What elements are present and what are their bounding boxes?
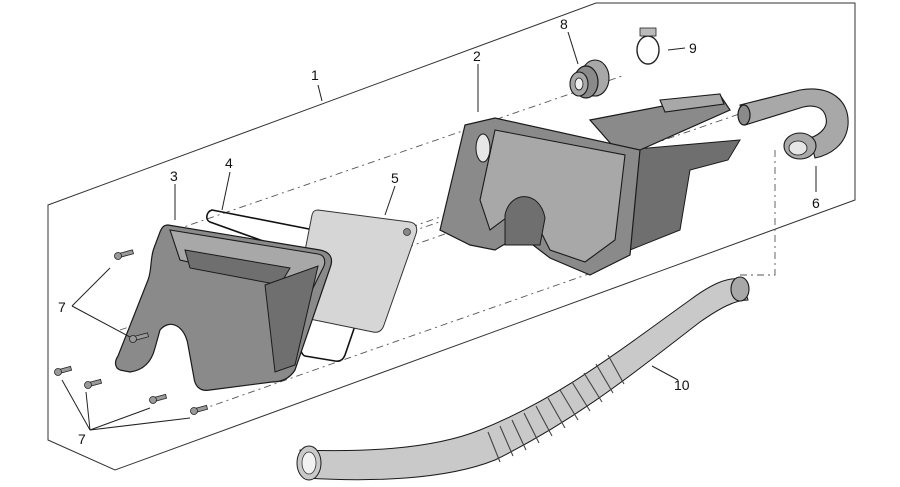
callout-7-upper: 7 <box>58 299 66 315</box>
filter-cover-part <box>114 224 333 391</box>
callout-4: 4 <box>225 155 233 171</box>
leader-lines <box>61 31 817 431</box>
screw-icon <box>190 404 209 415</box>
callout-2: 2 <box>473 48 481 64</box>
screw-icon <box>84 378 103 389</box>
callout-1: 1 <box>311 67 319 83</box>
screw-icon <box>129 332 149 343</box>
callout-8: 8 <box>560 16 568 32</box>
callouts: 1 2 3 4 5 6 7 7 8 9 10 <box>58 16 820 447</box>
elbow-tube-part <box>737 88 849 160</box>
corrugated-hose-part <box>296 276 750 481</box>
screw-icon <box>54 365 73 376</box>
hose-clamp-part <box>636 27 660 65</box>
callout-3: 3 <box>170 168 178 184</box>
callout-9: 9 <box>689 40 697 56</box>
assembly-frame <box>47 2 856 471</box>
callout-10: 10 <box>674 377 690 393</box>
hose-ribs <box>487 354 625 463</box>
screw-icon <box>114 249 134 260</box>
filter-element-part <box>293 209 418 333</box>
screw-icon <box>149 393 168 404</box>
airbox-housing-part <box>439 93 741 276</box>
grommet-part <box>569 59 610 99</box>
callout-5: 5 <box>391 170 399 186</box>
callout-7-lower: 7 <box>78 431 86 447</box>
callout-6: 6 <box>812 195 820 211</box>
screws <box>54 249 209 415</box>
